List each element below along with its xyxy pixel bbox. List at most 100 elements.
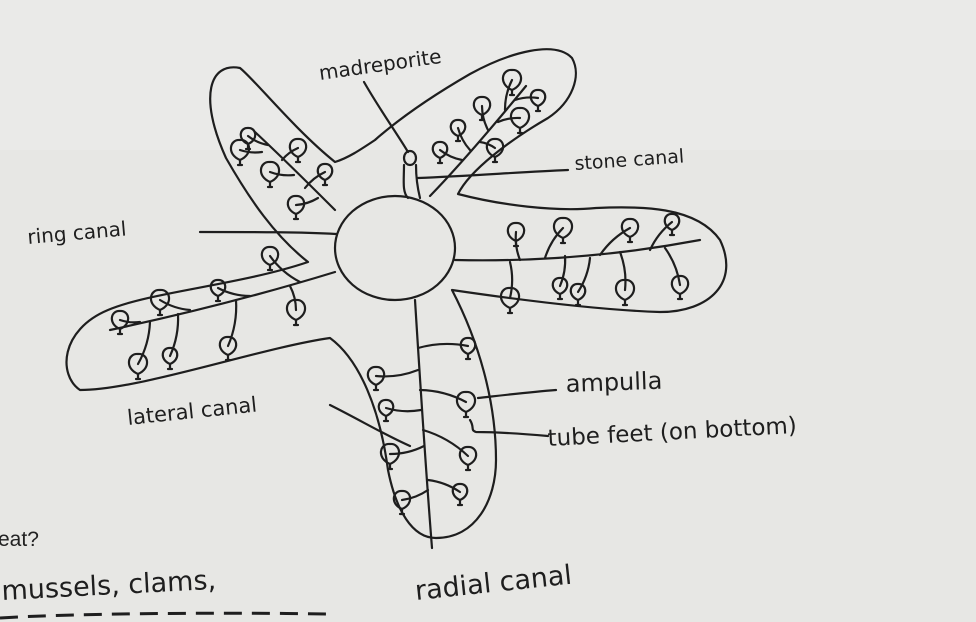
ampulla-bulb — [218, 335, 238, 357]
ampulla-bulb — [449, 118, 467, 138]
tube-foot — [464, 463, 472, 472]
ampulla-bulb — [316, 162, 334, 182]
lateral-canals-and-ampullae — [110, 68, 690, 516]
starfish-outline — [65, 48, 728, 540]
lateral-canal — [418, 388, 468, 404]
tube-foot — [464, 352, 472, 361]
tube-foot — [516, 126, 524, 135]
ampulla-bulb — [501, 68, 523, 92]
ampulla-bulb — [161, 346, 179, 366]
paper-highlight — [0, 0, 976, 150]
lateral-canal — [288, 284, 298, 312]
tube-foot — [478, 113, 486, 122]
ampulla-pointer — [476, 388, 558, 400]
lateral-canal — [158, 298, 192, 312]
tube-foot — [372, 383, 380, 392]
tube-foot — [398, 507, 406, 516]
lateral-canal — [388, 444, 426, 456]
ampulla-bulb — [551, 276, 569, 296]
radial-canal-right — [453, 238, 702, 262]
tube-foot — [382, 414, 390, 423]
ampulla-bulb — [569, 282, 587, 302]
tube-foot — [292, 318, 300, 327]
lateral-canal — [508, 260, 514, 300]
ampulla-bulb — [552, 216, 574, 240]
ampulla-bulb — [663, 212, 681, 232]
tube-foot — [292, 212, 300, 221]
tube-foot — [534, 104, 542, 113]
radial-canal-upper-left — [253, 130, 337, 212]
ampulla-bulb — [472, 95, 492, 117]
tube-foot — [214, 294, 222, 303]
tube-foot — [266, 263, 274, 272]
lateral-canal — [480, 104, 490, 132]
ampulla-bulb — [110, 309, 130, 331]
tube-foot — [491, 155, 499, 164]
lateral-canal — [136, 320, 152, 366]
tube-foot — [116, 327, 124, 336]
ampulla-bulb — [286, 194, 306, 216]
ampulla-bulb — [285, 298, 307, 322]
lateral-canal — [576, 256, 592, 294]
tube-foot — [294, 155, 302, 164]
ampulla-bulb — [485, 137, 505, 159]
tube-foot — [621, 298, 629, 307]
tube-foot — [456, 498, 464, 507]
tube-foot — [236, 158, 244, 167]
lateral-canal — [558, 254, 567, 288]
tube-foot — [512, 239, 520, 248]
lateral-canal — [438, 148, 464, 162]
lateral-canal — [456, 126, 472, 152]
tube-feet-pointer — [468, 418, 550, 438]
lateral-canal — [426, 478, 462, 494]
lateral-canal-pointer — [328, 403, 412, 448]
stone-canal-tube — [402, 163, 422, 200]
ampulla-bulb — [260, 245, 280, 267]
ampulla-bulb — [529, 88, 547, 108]
ampulla-bulb — [149, 288, 171, 312]
tube-foot — [626, 235, 634, 244]
ampulla-bulb — [366, 365, 386, 387]
ampulla-bulb — [377, 398, 395, 418]
tube-foot — [224, 353, 232, 362]
ampulla-bulb — [506, 221, 526, 243]
lateral-canal — [268, 254, 302, 284]
tube-foot — [676, 292, 684, 301]
radial-canal-left — [108, 270, 337, 332]
lateral-canal — [598, 226, 632, 257]
tube-foot — [462, 410, 470, 419]
ampulla-bulb — [209, 278, 227, 298]
ampulla-bulb — [259, 160, 281, 184]
tube-foot — [454, 134, 462, 143]
ampulla-bulb — [620, 217, 640, 239]
lateral-canal — [294, 196, 320, 207]
ampulla-bulb — [127, 352, 149, 376]
tube-foot — [166, 362, 174, 371]
lateral-canal — [416, 342, 470, 350]
lateral-canal — [496, 116, 522, 124]
tube-foot — [508, 88, 516, 97]
lateral-canal — [268, 170, 296, 177]
lateral-canal — [543, 226, 565, 260]
ampulla-bulb — [614, 278, 636, 302]
question-fragment: eat? — [0, 528, 39, 551]
lateral-canal — [663, 246, 682, 287]
ampulla-bulb — [239, 126, 257, 146]
ampulla-bulb — [458, 445, 478, 467]
radial-canal-upper-right — [428, 84, 528, 198]
ampulla-bulb — [670, 274, 690, 296]
lateral-canal — [280, 146, 300, 162]
radial-canal-bottom — [413, 298, 434, 550]
tube-foot — [668, 228, 676, 237]
ampulla-bulb — [459, 336, 477, 356]
lateral-canal — [648, 220, 674, 252]
tube-foot — [574, 298, 582, 307]
madreporite-pointer — [362, 80, 410, 154]
ampulla-bulb — [451, 482, 469, 502]
lateral-canal — [168, 312, 180, 358]
lateral-canal — [246, 134, 270, 147]
ampulla-bulb — [499, 286, 521, 310]
stone-canal-pointer — [416, 168, 570, 180]
